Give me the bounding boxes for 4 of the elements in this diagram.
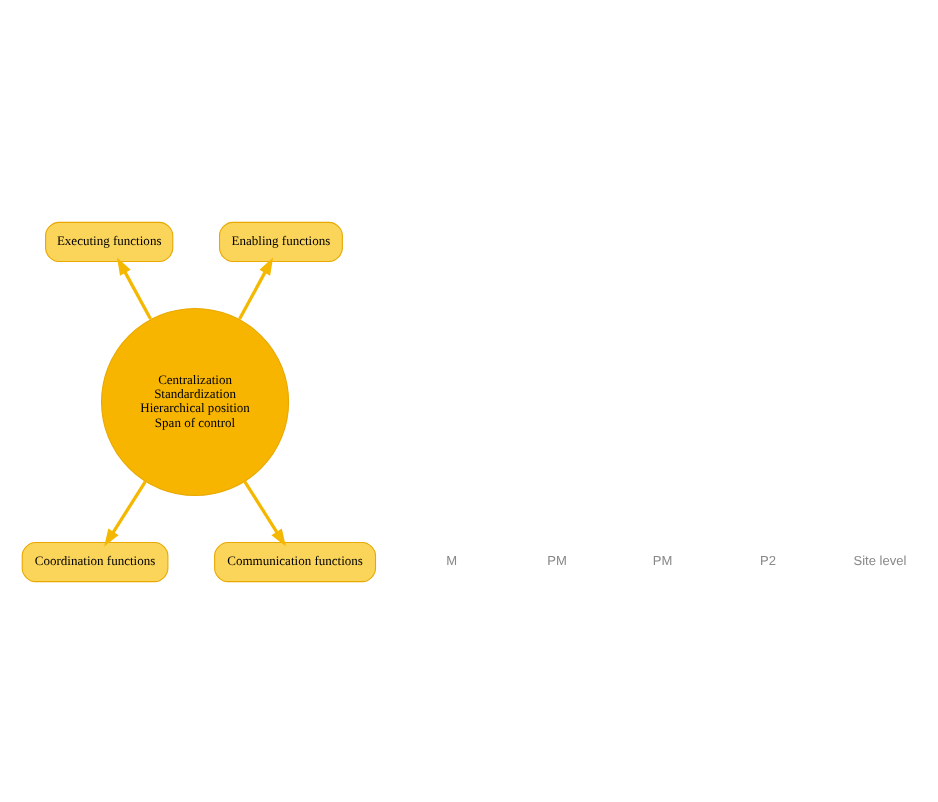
arrow: [117, 256, 152, 319]
arrow: [104, 479, 147, 546]
arrow: [243, 479, 286, 546]
arrow: [238, 256, 274, 319]
